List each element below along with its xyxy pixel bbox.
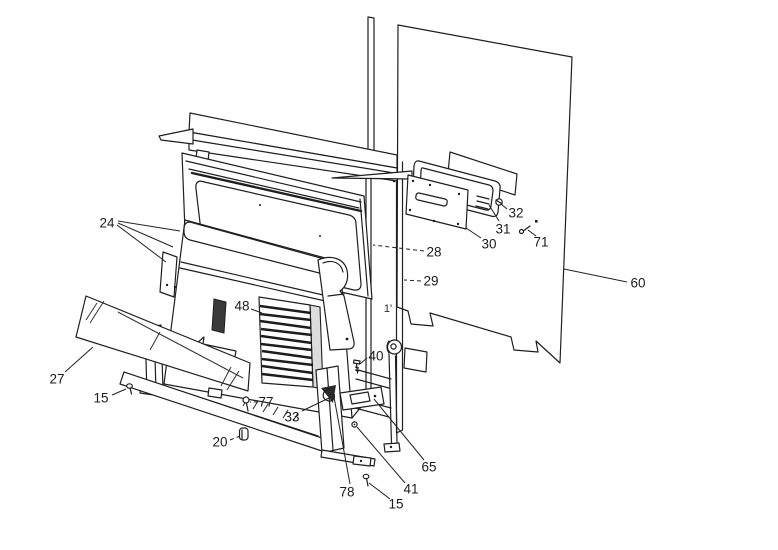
leader-line-40 bbox=[359, 357, 368, 365]
part-label-30: 30 bbox=[481, 237, 496, 252]
leader-line-48 bbox=[250, 308, 263, 314]
screw-15-left-icon bbox=[126, 383, 133, 395]
leader-line-24 bbox=[116, 224, 167, 263]
part-label-60: 60 bbox=[630, 276, 645, 291]
louver-grille bbox=[258, 296, 324, 390]
frame-rails bbox=[383, 156, 428, 453]
control-rod bbox=[331, 170, 413, 180]
screw-71-icon bbox=[518, 220, 538, 235]
rail-tab bbox=[403, 347, 428, 373]
leader-line-28 bbox=[372, 244, 425, 252]
part-label-20: 20 bbox=[212, 435, 227, 450]
part-label-24: 24 bbox=[99, 216, 115, 231]
fasteners bbox=[126, 359, 370, 487]
duct-bracket bbox=[317, 256, 355, 351]
part-label-48: 48 bbox=[234, 299, 249, 314]
part-label-32: 32 bbox=[508, 206, 523, 221]
rear-leg-dark bbox=[211, 298, 227, 334]
leader-line-30 bbox=[465, 227, 482, 239]
part-label-15: 15 bbox=[93, 391, 108, 406]
part-label-78: 78 bbox=[339, 485, 354, 500]
screw-77-icon bbox=[242, 396, 250, 412]
part-label-71: 71 bbox=[533, 235, 548, 250]
leader-line-20 bbox=[229, 435, 241, 441]
leader-line-71 bbox=[527, 229, 537, 237]
leader-line-24 bbox=[117, 222, 174, 248]
leader-line-27 bbox=[64, 346, 94, 373]
screw-40-icon bbox=[352, 359, 361, 374]
nut-20-icon bbox=[238, 427, 249, 441]
door-hinge-bracket bbox=[159, 251, 178, 298]
glass-tab bbox=[207, 387, 223, 399]
grommet-41-icon bbox=[351, 421, 358, 428]
part-label-29: 29 bbox=[423, 274, 438, 289]
leader-line-41 bbox=[356, 426, 406, 484]
rear-flue-strip bbox=[367, 16, 375, 161]
part-label-28: 28 bbox=[426, 245, 441, 260]
hood-wing bbox=[158, 128, 194, 145]
part-label-65: 65 bbox=[421, 460, 436, 475]
part-label-27: 27 bbox=[49, 372, 64, 387]
leader-line-31 bbox=[488, 204, 500, 222]
part-label-15: 15 bbox=[388, 497, 403, 512]
leader-line-24 bbox=[117, 220, 181, 232]
part-label-77: 77 bbox=[258, 395, 273, 410]
leader-line-33 bbox=[301, 397, 330, 412]
leader-line-78 bbox=[333, 396, 351, 485]
leader-line-32 bbox=[500, 203, 508, 210]
control-slot bbox=[415, 192, 448, 207]
control-panel-assembly bbox=[331, 151, 538, 235]
leader-line-65 bbox=[373, 398, 425, 461]
part-label-40: 40 bbox=[368, 349, 383, 364]
latch-assembly bbox=[321, 385, 385, 411]
screw-15-right-icon bbox=[362, 473, 370, 487]
leader-line-15 bbox=[111, 388, 127, 396]
annotation-mark: 1' bbox=[384, 303, 392, 315]
hood bbox=[158, 112, 398, 182]
leader-line-15 bbox=[368, 482, 391, 500]
glass-panel bbox=[75, 295, 251, 399]
leader-line-29 bbox=[403, 279, 422, 282]
leader-line-60 bbox=[563, 268, 628, 283]
part-label-31: 31 bbox=[495, 222, 510, 237]
part-label-33: 33 bbox=[284, 410, 299, 425]
part-label-41: 41 bbox=[403, 482, 418, 497]
